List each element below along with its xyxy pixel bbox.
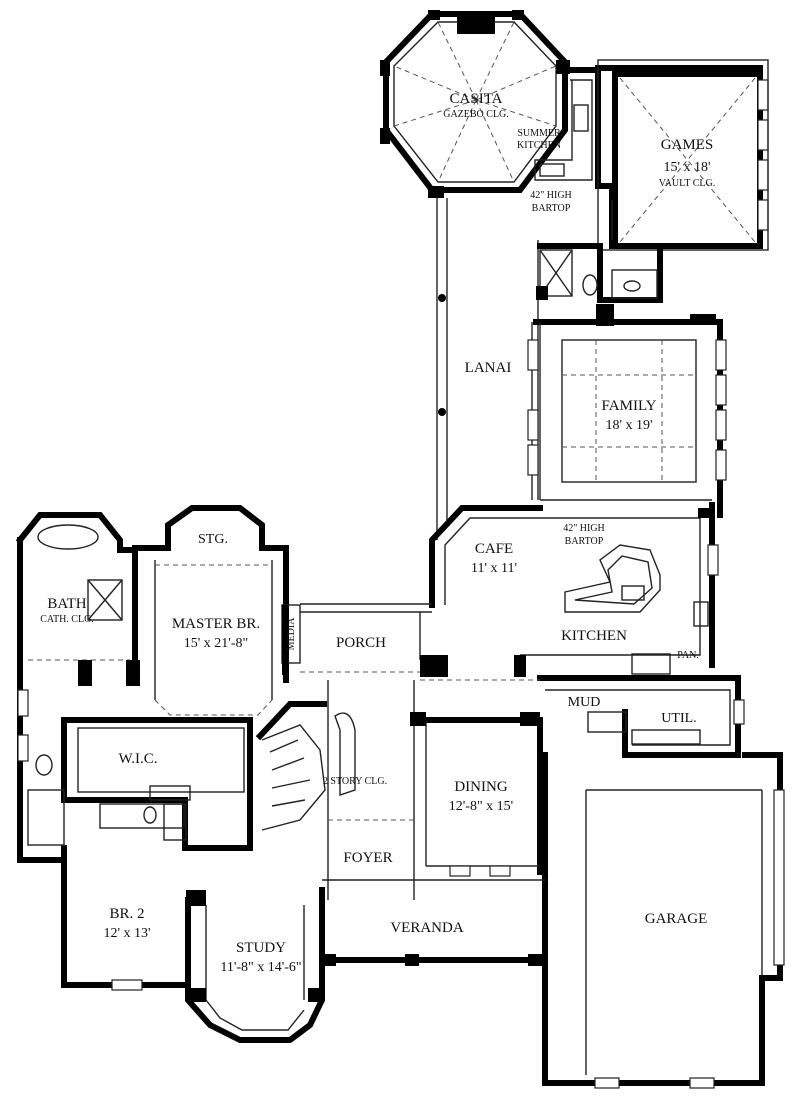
half-bath-block	[536, 243, 716, 326]
summer-kitchen-label-line1: SUMMER	[517, 128, 561, 139]
storage-label: STG.	[198, 532, 228, 547]
mud-label: MUD	[568, 695, 601, 710]
walk-in-closet	[61, 717, 253, 851]
garage	[542, 752, 785, 1089]
games-dimensions: 15' x 18'	[663, 160, 710, 175]
study	[185, 887, 325, 1043]
bartop-top-label-line2: BARTOP	[532, 203, 571, 214]
study-label: STUDY	[236, 940, 286, 956]
bartop-kitchen-label-line2: BARTOP	[565, 536, 604, 547]
casita-label: CASITA	[450, 91, 503, 107]
casita-ceiling-note: GAZEBO CLG.	[443, 109, 509, 120]
casita-structure	[380, 10, 570, 198]
bartop-kitchen-label-line1: 42" HIGH	[563, 523, 605, 534]
garage-label: GARAGE	[645, 911, 708, 927]
stair-foyer	[255, 680, 415, 900]
mud-utility	[420, 655, 745, 758]
lanai-label: LANAI	[465, 360, 512, 376]
pantry-label: PAN.	[677, 650, 699, 661]
summer-kitchen-counter	[534, 79, 593, 181]
bath-label: BATH	[47, 596, 86, 612]
family-dimensions: 18' x 19'	[605, 418, 652, 433]
master-bath	[15, 512, 140, 863]
lanai-area	[436, 198, 613, 540]
porch-area	[300, 603, 432, 673]
bedroom-2-label: BR. 2	[109, 906, 144, 922]
bartop-top-label-line1: 42" HIGH	[530, 190, 572, 201]
porch-label: PORCH	[336, 635, 386, 651]
games-ceiling-note: VAULT CLG.	[659, 178, 716, 189]
family-label: FAMILY	[602, 398, 657, 414]
kitchen-cafe	[429, 502, 719, 675]
games-label: GAMES	[661, 137, 714, 153]
dining-label: DINING	[454, 779, 507, 795]
veranda	[319, 879, 548, 966]
cafe-dimensions: 11' x 11'	[471, 561, 517, 576]
veranda-label: VERANDA	[390, 920, 463, 936]
foyer-label: FOYER	[343, 850, 392, 866]
bath-ceiling-note: CATH. CLG.	[40, 614, 94, 625]
master-bedroom-dimensions: 15' x 21'-8"	[184, 636, 248, 651]
dining-dimensions: 12'-8" x 15'	[449, 799, 513, 814]
utility-label: UTIL.	[661, 711, 696, 726]
dining-room	[410, 712, 543, 877]
master-bedroom-label: MASTER BR.	[172, 616, 260, 632]
cafe-label: CAFE	[475, 541, 513, 557]
wic-label: W.I.C.	[118, 751, 157, 767]
stair-ceiling-note: 2 STORY CLG.	[323, 776, 387, 787]
family-room	[527, 319, 727, 518]
study-dimensions: 11'-8" x 14'-6"	[220, 960, 301, 975]
media-label: MEDIA	[286, 617, 297, 651]
games-room	[562, 59, 769, 251]
master-suite	[132, 505, 301, 716]
summer-kitchen-label-line2: KITCHEN	[517, 140, 561, 151]
bedroom-2-dimensions: 12' x 13'	[103, 926, 150, 941]
kitchen-label: KITCHEN	[561, 628, 627, 644]
